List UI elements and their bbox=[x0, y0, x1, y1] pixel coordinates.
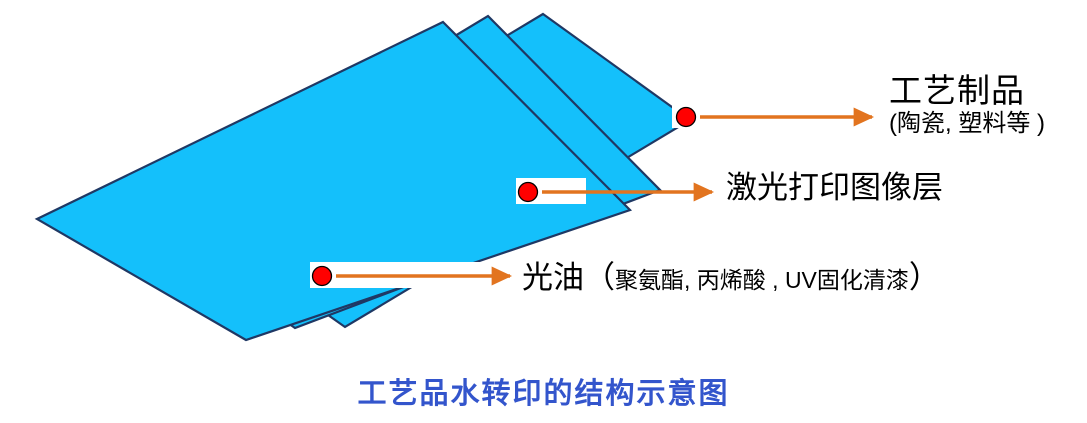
anchor-dot-top bbox=[675, 106, 697, 128]
label-varnish: 光油（聚氨酯, 丙烯酸 , UV固化清漆） bbox=[522, 260, 940, 295]
anchor-dot-bottom bbox=[311, 265, 333, 287]
label-varnish-open: 光油（ bbox=[522, 260, 615, 295]
sheet-front bbox=[34, 20, 633, 342]
anchor-dot-middle bbox=[517, 181, 539, 203]
label-product-main: 工艺制品 bbox=[889, 72, 1025, 109]
label-product: 工艺制品 (陶瓷, 塑料等 ) bbox=[889, 72, 1045, 137]
label-laser-layer: 激光打印图像层 bbox=[726, 170, 943, 205]
figure-title: 工艺品水转印的结构示意图 bbox=[357, 378, 730, 410]
label-varnish-inner: 聚氨酯, 丙烯酸 , UV固化清漆 bbox=[615, 267, 909, 293]
label-varnish-close: ） bbox=[908, 260, 940, 295]
label-product-sub: (陶瓷, 塑料等 ) bbox=[889, 109, 1045, 137]
